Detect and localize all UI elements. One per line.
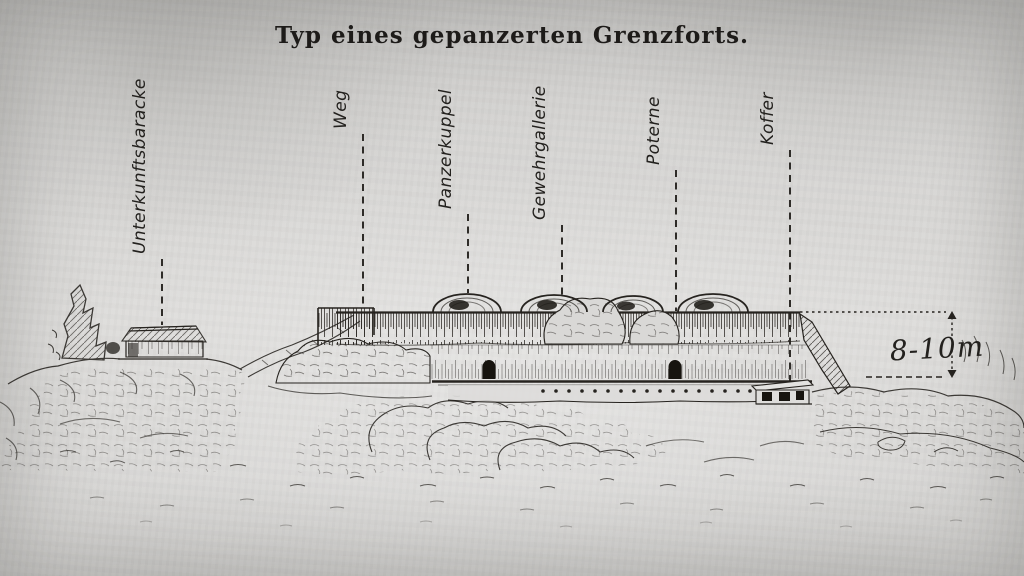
foreground-strokes [59, 450, 1005, 528]
loophole-dots [541, 389, 752, 393]
label-gewehrgallerie: Gewehrgallerie [530, 85, 550, 220]
label-koffer: Koffer [758, 92, 778, 145]
poterne-door-2 [668, 360, 682, 379]
dome-1 [432, 293, 502, 313]
label-panzerkuppel: Panzerkuppel [436, 89, 456, 209]
page-title: Typ eines gepanzerten Grenzforts. [274, 22, 750, 49]
height-measurement-label: 8-10m [888, 329, 986, 368]
fort-structure [275, 297, 851, 404]
dome-2 [520, 294, 588, 313]
measure-arrow-up [947, 311, 957, 319]
poterne-door-1 [482, 360, 496, 379]
height-measurement-lines [800, 311, 957, 378]
rock-pinnacle [61, 283, 107, 361]
dome-3 [602, 295, 664, 313]
label-weg: Weg [331, 89, 351, 129]
label-poterne: Poterne [644, 96, 664, 165]
dome-4 [677, 293, 749, 313]
barracks-building [118, 325, 208, 360]
label-unterkunftsbaracke: Unterkunftsbaracke [130, 78, 150, 254]
measure-arrow-down [947, 370, 957, 378]
panzerkuppel-domes [432, 293, 749, 313]
koffer-blockhouse [750, 379, 815, 405]
terrain [0, 283, 1024, 475]
